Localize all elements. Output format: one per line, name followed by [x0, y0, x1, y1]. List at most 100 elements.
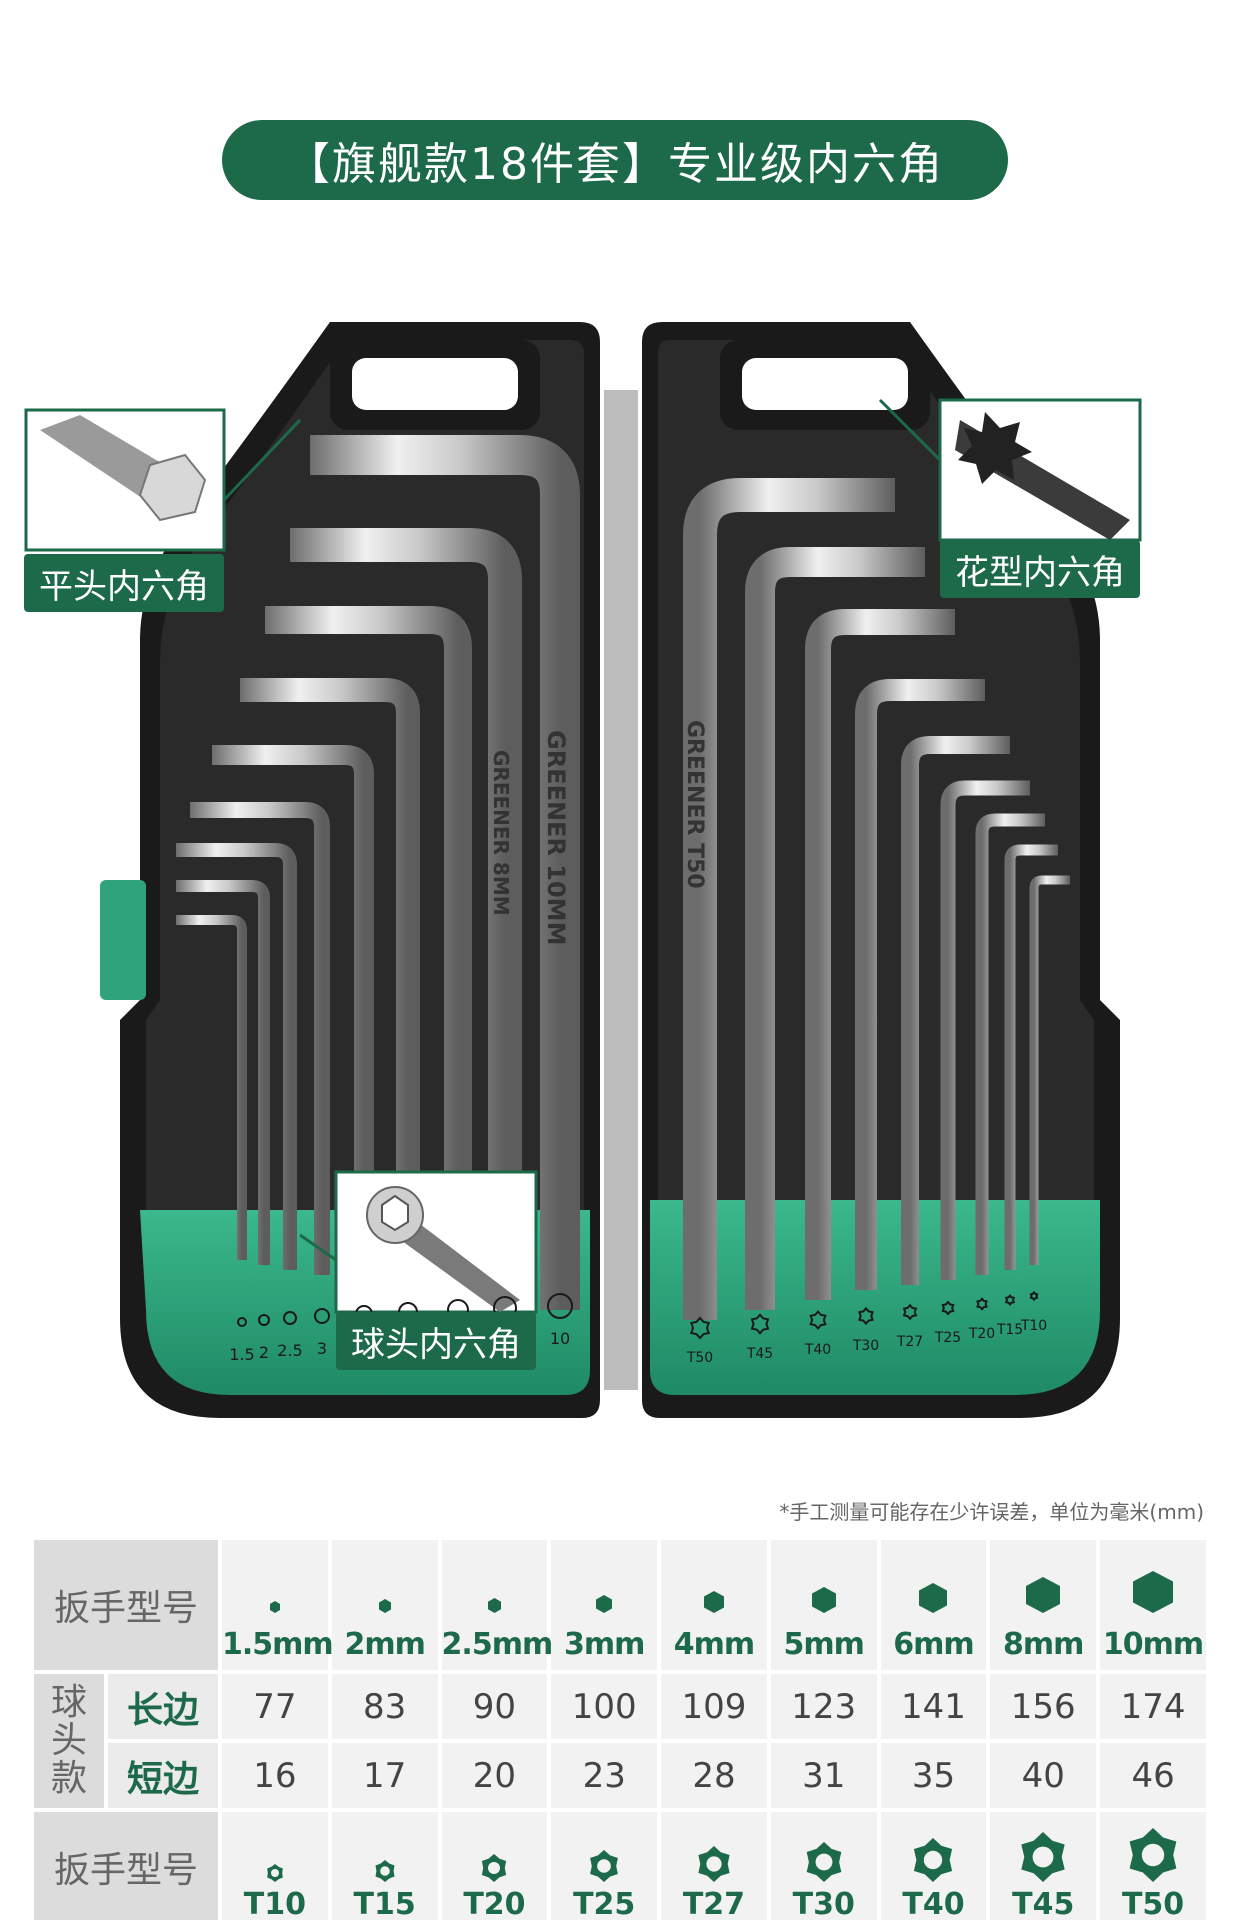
torx-size-cell: T50 — [1100, 1812, 1206, 1920]
ball-type-text: 球头款 — [50, 1682, 87, 1799]
torx-icon — [1100, 1827, 1206, 1883]
torx-tray-label: T20 — [968, 1326, 995, 1342]
torx-tray-mark — [902, 1303, 918, 1321]
short-value: 20 — [441, 1743, 548, 1808]
callout-flat-hex-text: 平头内六角 — [39, 566, 209, 607]
long-value: 90 — [441, 1674, 548, 1739]
torx-icon — [222, 1863, 328, 1883]
torx-size-label: T27 — [682, 1887, 746, 1920]
torx-tray-mark — [750, 1313, 770, 1335]
torx-size-label: T25 — [573, 1887, 636, 1920]
torx-tray-label: T40 — [804, 1342, 831, 1358]
hex-tray-mark — [258, 1314, 270, 1326]
torx-tray-label: T45 — [746, 1346, 773, 1362]
torx-icon — [990, 1831, 1096, 1883]
hex-size-cell: 2mm — [331, 1540, 438, 1670]
brand-mark-8: GREENER 8MM — [489, 750, 513, 916]
hex-size-icon — [919, 1583, 948, 1613]
hex-tray-label: 2.5 — [277, 1341, 302, 1360]
torx-icon — [661, 1845, 767, 1883]
hex-tray-label: 1.5 — [229, 1345, 254, 1364]
torx-tray-label: T27 — [896, 1334, 923, 1350]
hex-size-label: 4mm — [673, 1627, 755, 1662]
torx-tray-label: T10 — [1020, 1318, 1047, 1334]
short-value: 46 — [1100, 1743, 1206, 1808]
callout-torx: 花型内六角 — [940, 540, 1140, 598]
ball-type-label: 球头款 — [34, 1674, 104, 1808]
short-value: 35 — [880, 1743, 987, 1808]
long-side-row: 球头款 长边 77 83 90 100 109 123 141 156 174 — [34, 1674, 1206, 1808]
torx-size-cell: T27 — [661, 1812, 767, 1920]
hex-size-row: 扳手型号 1.5mm 2mm 2.5mm 3mm 4mm 5mm 6mm 8mm… — [34, 1540, 1206, 1670]
short-value: 40 — [990, 1743, 1097, 1808]
torx-size-label: T40 — [902, 1887, 965, 1920]
torx-tray-mark — [809, 1310, 827, 1330]
long-value: 100 — [551, 1674, 658, 1739]
product-illustration: GREENER 10MM GREENER 8MM GREENER T50 — [24, 322, 1142, 1418]
case-hinge — [604, 390, 638, 1390]
callout-flat-hex: 平头内六角 — [24, 554, 224, 612]
header-label: 扳手型号 — [34, 1540, 219, 1670]
torx-icon — [881, 1837, 987, 1883]
hex-tray-label: 10 — [550, 1329, 570, 1348]
torx-size-cell: T15 — [331, 1812, 438, 1920]
short-value: 17 — [331, 1743, 438, 1808]
torx-tray-mark — [858, 1306, 874, 1326]
torx-size-label: T20 — [463, 1887, 526, 1920]
torx-key-set: GREENER T50 — [682, 478, 1070, 1320]
hex-size-cell: 8mm — [990, 1540, 1097, 1670]
torx-icon — [332, 1859, 438, 1883]
hex-tray-mark — [237, 1317, 247, 1327]
hex-tray-label: 3 — [317, 1339, 327, 1358]
hex-size-cell: 2.5mm — [441, 1540, 553, 1670]
brand-mark: GREENER 10MM — [542, 730, 570, 945]
hex-size-icon — [487, 1598, 501, 1613]
hex-size-icon — [596, 1595, 613, 1613]
torx-size-label: T15 — [353, 1887, 416, 1920]
torx-size-row: 扳手型号 T10 T15 T20 T25 T27 T30 T40 T45 T50 — [34, 1812, 1206, 1920]
hex-size-cell: 10mm — [1100, 1540, 1206, 1670]
short-value: 28 — [661, 1743, 767, 1808]
long-value: 174 — [1100, 1674, 1206, 1739]
hex-tray-label: 2 — [259, 1343, 269, 1362]
long-value: 77 — [222, 1674, 328, 1739]
hex-key-set: GREENER 10MM GREENER 8MM — [176, 435, 580, 1310]
hex-size-label: 5mm — [783, 1627, 865, 1662]
hex-tray-mark — [283, 1311, 297, 1325]
short-value: 31 — [770, 1743, 877, 1808]
hex-size-cell: 1.5mm — [222, 1540, 334, 1670]
hex-size-label: 8mm — [1003, 1627, 1084, 1662]
long-value: 83 — [331, 1674, 438, 1739]
torx-tray-mark — [689, 1316, 711, 1340]
brand-mark-t50: GREENER T50 — [682, 720, 707, 889]
measurement-note: *手工测量可能存在少许误差，单位为毫米(mm) — [779, 1500, 1204, 1524]
hex-size-icon — [811, 1587, 836, 1613]
long-side-label: 长边 — [108, 1674, 219, 1739]
ball-hex-callout-image — [299, 1170, 538, 1314]
callout-ball-hex-text: 球头内六角 — [351, 1324, 521, 1365]
long-value: 109 — [661, 1674, 767, 1739]
short-value: 16 — [222, 1743, 328, 1808]
header-label-2: 扳手型号 — [34, 1812, 219, 1920]
torx-tray-label: T30 — [852, 1338, 879, 1354]
hex-size-cell: 5mm — [770, 1540, 877, 1670]
torx-size-cell: T25 — [551, 1812, 658, 1920]
torx-tray-mark — [941, 1300, 955, 1316]
callout-torx-text: 花型内六角 — [955, 552, 1125, 593]
torx-size-label: T10 — [243, 1887, 306, 1920]
torx-size-cell: T30 — [770, 1812, 877, 1920]
callout-ball-hex: 球头内六角 — [336, 1312, 536, 1370]
torx-tray-label: T50 — [686, 1350, 713, 1366]
hex-size-cell: 3mm — [551, 1540, 658, 1670]
hex-size-cell: 6mm — [880, 1540, 987, 1670]
long-value: 141 — [880, 1674, 987, 1739]
torx-size-cell: T20 — [441, 1812, 548, 1920]
torx-size-label: T45 — [1012, 1887, 1075, 1920]
page-title: 【旗舰款18件套】专业级内六角 — [286, 139, 944, 190]
hex-size-icon — [378, 1599, 391, 1613]
hex-size-label: 2mm — [344, 1627, 425, 1662]
torx-tray-mark — [1029, 1290, 1039, 1302]
hex-size-icon — [1133, 1571, 1174, 1613]
torx-size-cell: T10 — [222, 1812, 328, 1920]
